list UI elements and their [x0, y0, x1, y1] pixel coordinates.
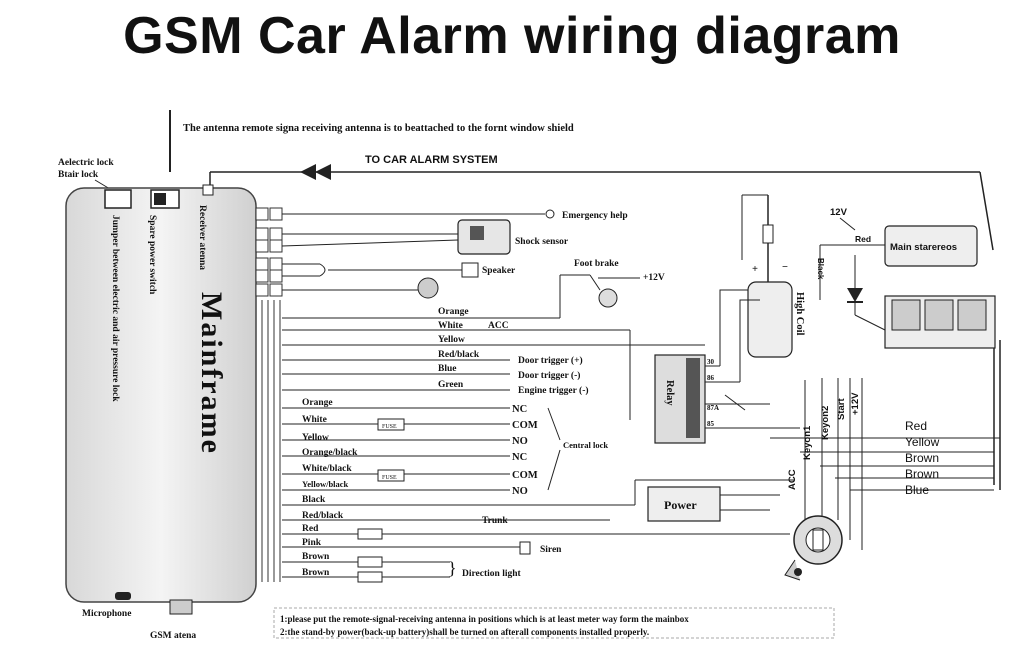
diode-icon [847, 288, 863, 302]
term-no-1: NO [512, 436, 528, 447]
receiver-antenna-label: Receiver atenna [197, 205, 207, 270]
term-com-2: COM [512, 470, 538, 481]
led-icon [417, 277, 439, 299]
spare-switch-label: Spare power switch [147, 215, 157, 295]
black-wire-label: Black [302, 495, 326, 505]
door-trigger-plus: Door trigger (+) [518, 355, 583, 366]
ign-keyon1: Keyon1 [802, 425, 813, 460]
coil-minus: − [782, 262, 788, 273]
cl-wire-whiteblack: White/black [302, 464, 352, 474]
main-stereo-label: Main starereos [890, 242, 957, 253]
siren-label: Siren [540, 545, 562, 555]
gsm-antenna-label: GSM atena [150, 631, 196, 641]
term-no-2: NO [512, 486, 528, 497]
wire-blue-top: Blue [438, 364, 456, 374]
speaker-icon [461, 262, 479, 278]
mainframe-label: Mainframe [195, 292, 228, 455]
trunk-label: Trunk [482, 516, 508, 526]
central-lock-label: Central lock [563, 440, 608, 450]
jumper-text: Jumper between electric and air pressure… [110, 215, 120, 402]
coil-plus: + [752, 264, 758, 275]
wire-white-acc-func: ACC [488, 321, 509, 331]
cl-wire-white: White [302, 415, 327, 425]
wire-green-top: Green [438, 380, 464, 390]
high-coil-label: High Coil [794, 292, 805, 336]
foot-brake-12v: +12V [643, 273, 665, 283]
door-trigger-minus: Door trigger (-) [518, 370, 580, 381]
black-label-stereo: Black [816, 258, 825, 280]
right-color-yellow: Yellow [905, 435, 940, 449]
cl-wire-yellowblack: Yellow/black [302, 479, 349, 489]
cl-wire-orange: Orange [302, 398, 333, 408]
fuse-label-1: FUSE [382, 424, 397, 430]
wire-white-acc: White [438, 321, 463, 331]
wire-orange-top: Orange [438, 307, 469, 317]
siren-icon [519, 541, 531, 555]
direction-brace: } [448, 558, 457, 578]
wire-yellow-top: Yellow [438, 335, 465, 345]
note-2: 2:the stand-by power(back-up battery)sha… [280, 627, 649, 637]
wire-redblack-top: Red/black [438, 350, 480, 360]
ign-12v: +12V [850, 392, 861, 415]
shock-sensor-label: Shock sensor [515, 237, 569, 247]
cl-wire-orangeblack: Orange/black [302, 448, 358, 458]
high-coil [747, 281, 793, 358]
microphone-icon [115, 592, 131, 600]
right-color-brown-1: Brown [905, 451, 939, 465]
speaker-label: Speaker [482, 266, 516, 276]
pink-wire-label: Pink [302, 538, 322, 548]
cl-wire-yellow: Yellow [302, 433, 329, 443]
brown-wire-label-1: Brown [302, 552, 330, 562]
right-color-brown-2: Brown [905, 467, 939, 481]
connector-blocks [255, 207, 283, 297]
right-color-red: Red [905, 419, 927, 433]
fuse-label-2: FUSE [382, 475, 397, 481]
foot-brake-label: Foot brake [574, 259, 619, 269]
relay-pin-87a: 87A [707, 404, 719, 412]
microphone-label: Microphone [82, 609, 131, 619]
power-box [647, 486, 721, 522]
direction-light-label: Direction light [462, 569, 522, 579]
redblack-wire-label: Red/black [302, 511, 344, 521]
term-nc-1: NC [512, 404, 527, 415]
engine-trigger: Engine trigger (-) [518, 385, 589, 396]
ign-start: Start [836, 398, 847, 420]
relay-pin-86: 86 [707, 374, 715, 382]
mainframe-box [65, 187, 257, 603]
electric-lock-label-a: Aelectric lock [58, 158, 114, 168]
arrow-left-icon [300, 164, 316, 180]
main-stereo-box [884, 225, 978, 267]
brake-switch-icon [598, 288, 618, 308]
emergency-help-label: Emergency help [562, 211, 628, 221]
page-title: GSM Car Alarm wiring diagram [123, 7, 901, 65]
antenna-note: The antenna remote signa receiving anten… [183, 123, 574, 134]
red-label-stereo: Red [855, 234, 871, 244]
red-wire-label: Red [302, 524, 319, 534]
term-com-1: COM [512, 420, 538, 431]
to-alarm-label: TO CAR ALARM SYSTEM [365, 154, 498, 166]
note-1: 1:please put the remote-signal-receiving… [280, 614, 689, 624]
gsm-antenna-icon [169, 599, 193, 615]
power-label: Power [664, 498, 697, 512]
right-color-blue: Blue [905, 483, 929, 497]
brown-wire-label-2: Brown [302, 568, 330, 578]
relay-pin-30: 30 [707, 358, 715, 366]
relay-label: Relay [664, 380, 675, 406]
electric-lock-label-b: Btair lock [58, 170, 99, 180]
relay-pin-85: 85 [707, 420, 715, 428]
lock-jumper [104, 189, 132, 209]
twelve-v-label: 12V [830, 207, 848, 218]
term-nc-2: NC [512, 452, 527, 463]
ign-keyon2: Keyon2 [820, 406, 831, 440]
